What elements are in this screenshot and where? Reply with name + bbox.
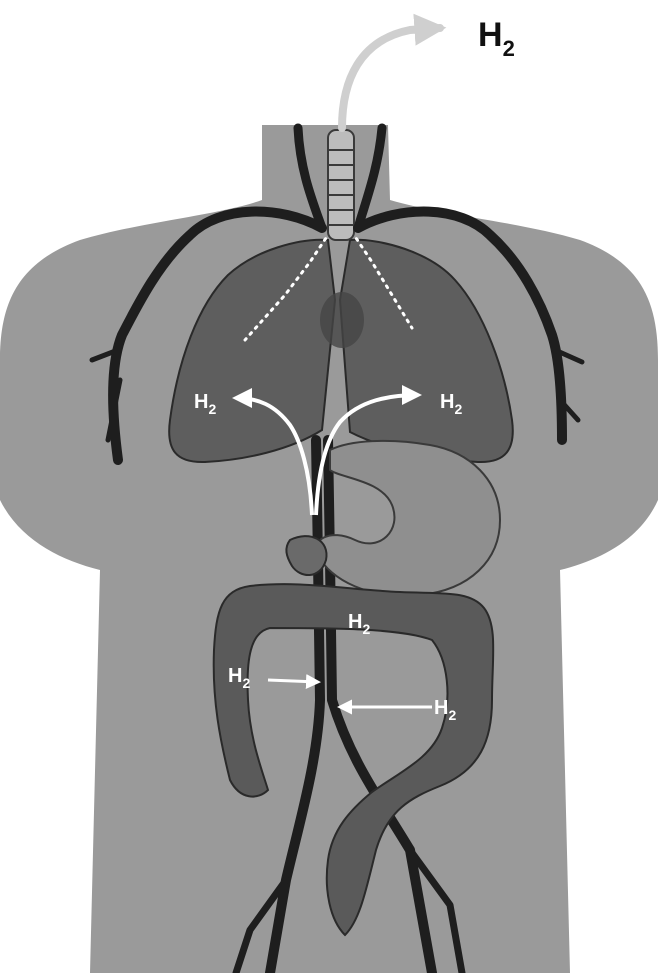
label-exhale-h2: H2 xyxy=(478,16,515,61)
heart-shadow xyxy=(320,292,364,348)
exhale-arrow xyxy=(342,28,440,128)
arrow-colon-left-to-vessel xyxy=(268,680,318,682)
trachea xyxy=(328,130,354,240)
